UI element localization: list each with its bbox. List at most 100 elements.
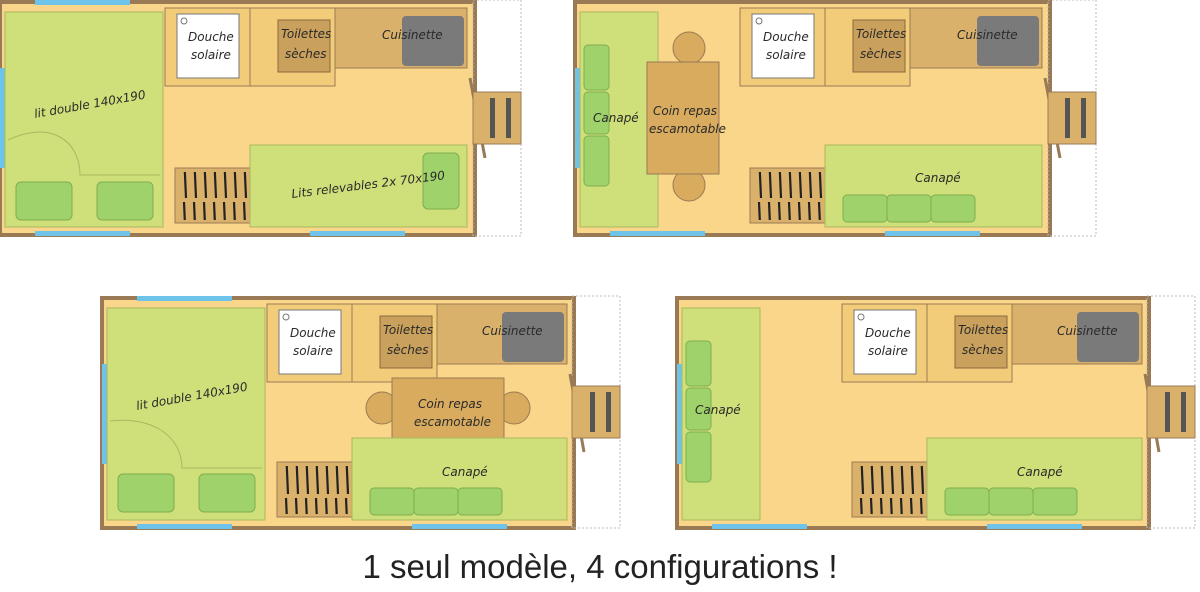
sofa-bottom-label: Canapé <box>915 171 961 185</box>
cushion <box>988 487 1034 516</box>
kitchen-label: Cuisinette <box>957 28 1018 42</box>
cushion <box>886 194 932 223</box>
cushion <box>413 487 459 516</box>
table-label: Coin repas <box>653 104 717 118</box>
table-label: Coin repas <box>418 397 482 411</box>
floor-plan-1: lit double 140x190 Douche solaire Toilet… <box>0 0 522 237</box>
window <box>712 524 807 529</box>
floor-plan-3: lit double 140x190 Douche solaire Toilet… <box>100 295 621 530</box>
window <box>137 296 232 301</box>
shower-label: Douche <box>763 30 809 44</box>
toilet-label: Toilettes <box>281 27 331 41</box>
pillow <box>117 473 175 513</box>
toilet-label: Toilettes <box>958 323 1008 337</box>
shower-drain-icon <box>180 17 188 25</box>
clothes-hangers-icon <box>178 172 248 220</box>
cushion <box>685 431 712 483</box>
window <box>310 231 405 236</box>
window <box>35 0 130 5</box>
pillow <box>15 181 73 221</box>
sofa-bottom-label: Canapé <box>1017 465 1063 479</box>
shower-drain-icon <box>755 17 763 25</box>
step-tread <box>506 98 511 138</box>
sink <box>502 312 564 362</box>
shower-tray <box>176 13 240 79</box>
window <box>987 524 1082 529</box>
shower-label: solaire <box>191 48 231 62</box>
pillow <box>198 473 256 513</box>
window <box>102 364 107 464</box>
clothes-hangers-icon <box>753 172 823 220</box>
sofa-bottom-label: Canapé <box>442 465 488 479</box>
step-tread <box>490 98 495 138</box>
pillow <box>422 152 460 210</box>
sink <box>1077 312 1139 362</box>
sofa-left-label: Canapé <box>593 111 639 125</box>
step-tread <box>1181 392 1186 432</box>
floor-plan-2: Canapé Coin repas escamotable Douche sol… <box>573 0 1097 237</box>
window <box>610 231 705 236</box>
bed-cover <box>7 131 160 176</box>
cushion <box>457 487 503 516</box>
caption: 1 seul modèle, 4 configurations ! <box>362 548 838 585</box>
kitchen-label: Cuisinette <box>382 28 443 42</box>
shower-label: Douche <box>290 326 336 340</box>
cushion <box>583 135 610 187</box>
sofa-left-label: Canapé <box>695 403 741 417</box>
dining-table <box>391 377 505 447</box>
shower-label: solaire <box>766 48 806 62</box>
dining-table <box>646 61 720 175</box>
table-label: escamotable <box>649 122 726 136</box>
bed-cover <box>109 419 262 469</box>
cushion <box>1032 487 1078 516</box>
step-tread <box>590 392 595 432</box>
step-tread <box>1081 98 1086 138</box>
window <box>677 364 682 464</box>
toilet-label: sèches <box>285 47 326 61</box>
pillow <box>96 181 154 221</box>
shower-tray <box>853 309 917 375</box>
kitchen-label: Cuisinette <box>482 324 543 338</box>
window <box>885 231 980 236</box>
toilet-label: Toilettes <box>856 27 906 41</box>
shower-label: solaire <box>868 344 908 358</box>
toilet-label: Toilettes <box>383 323 433 337</box>
clothes-hangers-icon <box>855 466 925 514</box>
cushion <box>583 44 610 91</box>
step-tread <box>1065 98 1070 138</box>
step <box>1146 385 1196 439</box>
dry-toilet <box>852 19 906 73</box>
sink <box>977 16 1039 66</box>
shower-label: solaire <box>293 344 333 358</box>
cushion <box>369 487 415 516</box>
dry-toilet <box>277 19 331 73</box>
window <box>0 68 5 168</box>
cushion <box>583 91 610 135</box>
window <box>35 231 130 236</box>
step-tread <box>1165 392 1170 432</box>
cushion <box>930 194 976 223</box>
shower-label: Douche <box>865 326 911 340</box>
cushion <box>842 194 888 223</box>
shower-drain-icon <box>857 313 865 321</box>
toilet-label: sèches <box>860 47 901 61</box>
floor-plans-diagram: lit double 140x190 Douche solaire Toilet… <box>0 0 1196 530</box>
cushion <box>685 387 712 431</box>
step <box>1047 91 1097 145</box>
step <box>571 385 621 439</box>
toilet-label: sèches <box>962 343 1003 357</box>
cushion <box>685 340 712 387</box>
window <box>412 524 507 529</box>
dry-toilet <box>379 315 433 369</box>
kitchen-label: Cuisinette <box>1057 324 1118 338</box>
shower-drain-icon <box>282 313 290 321</box>
cushion <box>944 487 990 516</box>
window <box>575 68 580 168</box>
window <box>137 524 232 529</box>
step <box>472 91 522 145</box>
toilet-label: sèches <box>387 343 428 357</box>
step-tread <box>606 392 611 432</box>
clothes-hangers-icon <box>280 466 350 514</box>
table-label: escamotable <box>414 415 491 429</box>
sink <box>402 16 464 66</box>
